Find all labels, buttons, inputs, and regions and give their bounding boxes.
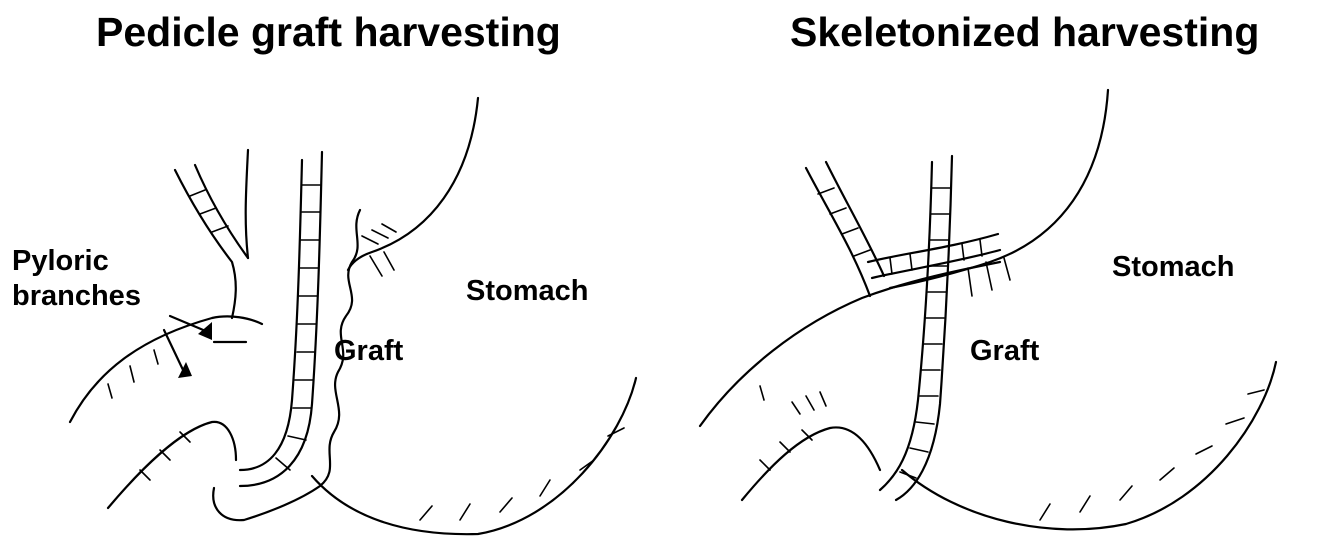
right-duodenum-hatching — [760, 386, 826, 470]
right-cross-vessel-a — [868, 234, 998, 262]
left-stomach-outline — [348, 98, 478, 270]
label-left-stomach: Stomach — [466, 274, 588, 309]
right-drawing — [700, 90, 1276, 529]
left-stomach-hatching — [362, 224, 624, 520]
left-graft-hatching — [276, 185, 320, 470]
label-pyloric-line2: branches — [12, 280, 141, 312]
left-branch-a — [175, 170, 236, 318]
left-drawing — [70, 98, 636, 534]
right-graft-hatching — [900, 188, 950, 478]
right-curvature — [700, 262, 1000, 426]
left-duodenum-hatching — [108, 350, 190, 480]
left-pointer-arrows — [164, 316, 246, 378]
right-stomach-hatching — [1040, 390, 1264, 520]
label-right-graft: Graft — [970, 334, 1039, 369]
right-cross-hatching — [890, 240, 1010, 296]
label-left-graft: Graft — [334, 334, 403, 369]
left-stomach-lower — [312, 378, 636, 534]
label-pyloric-branches: Pyloric branches — [12, 244, 141, 314]
left-graft-outer — [240, 160, 302, 470]
left-branch-b — [195, 165, 248, 258]
left-branch-c — [246, 150, 248, 258]
right-graft-outer — [880, 162, 932, 490]
right-stomach-outline — [890, 90, 1108, 288]
label-right-stomach: Stomach — [1112, 250, 1234, 285]
left-duodenum-bottom — [108, 422, 236, 508]
right-stomach-lower — [902, 362, 1276, 529]
label-pyloric-line1: Pyloric — [12, 245, 109, 277]
